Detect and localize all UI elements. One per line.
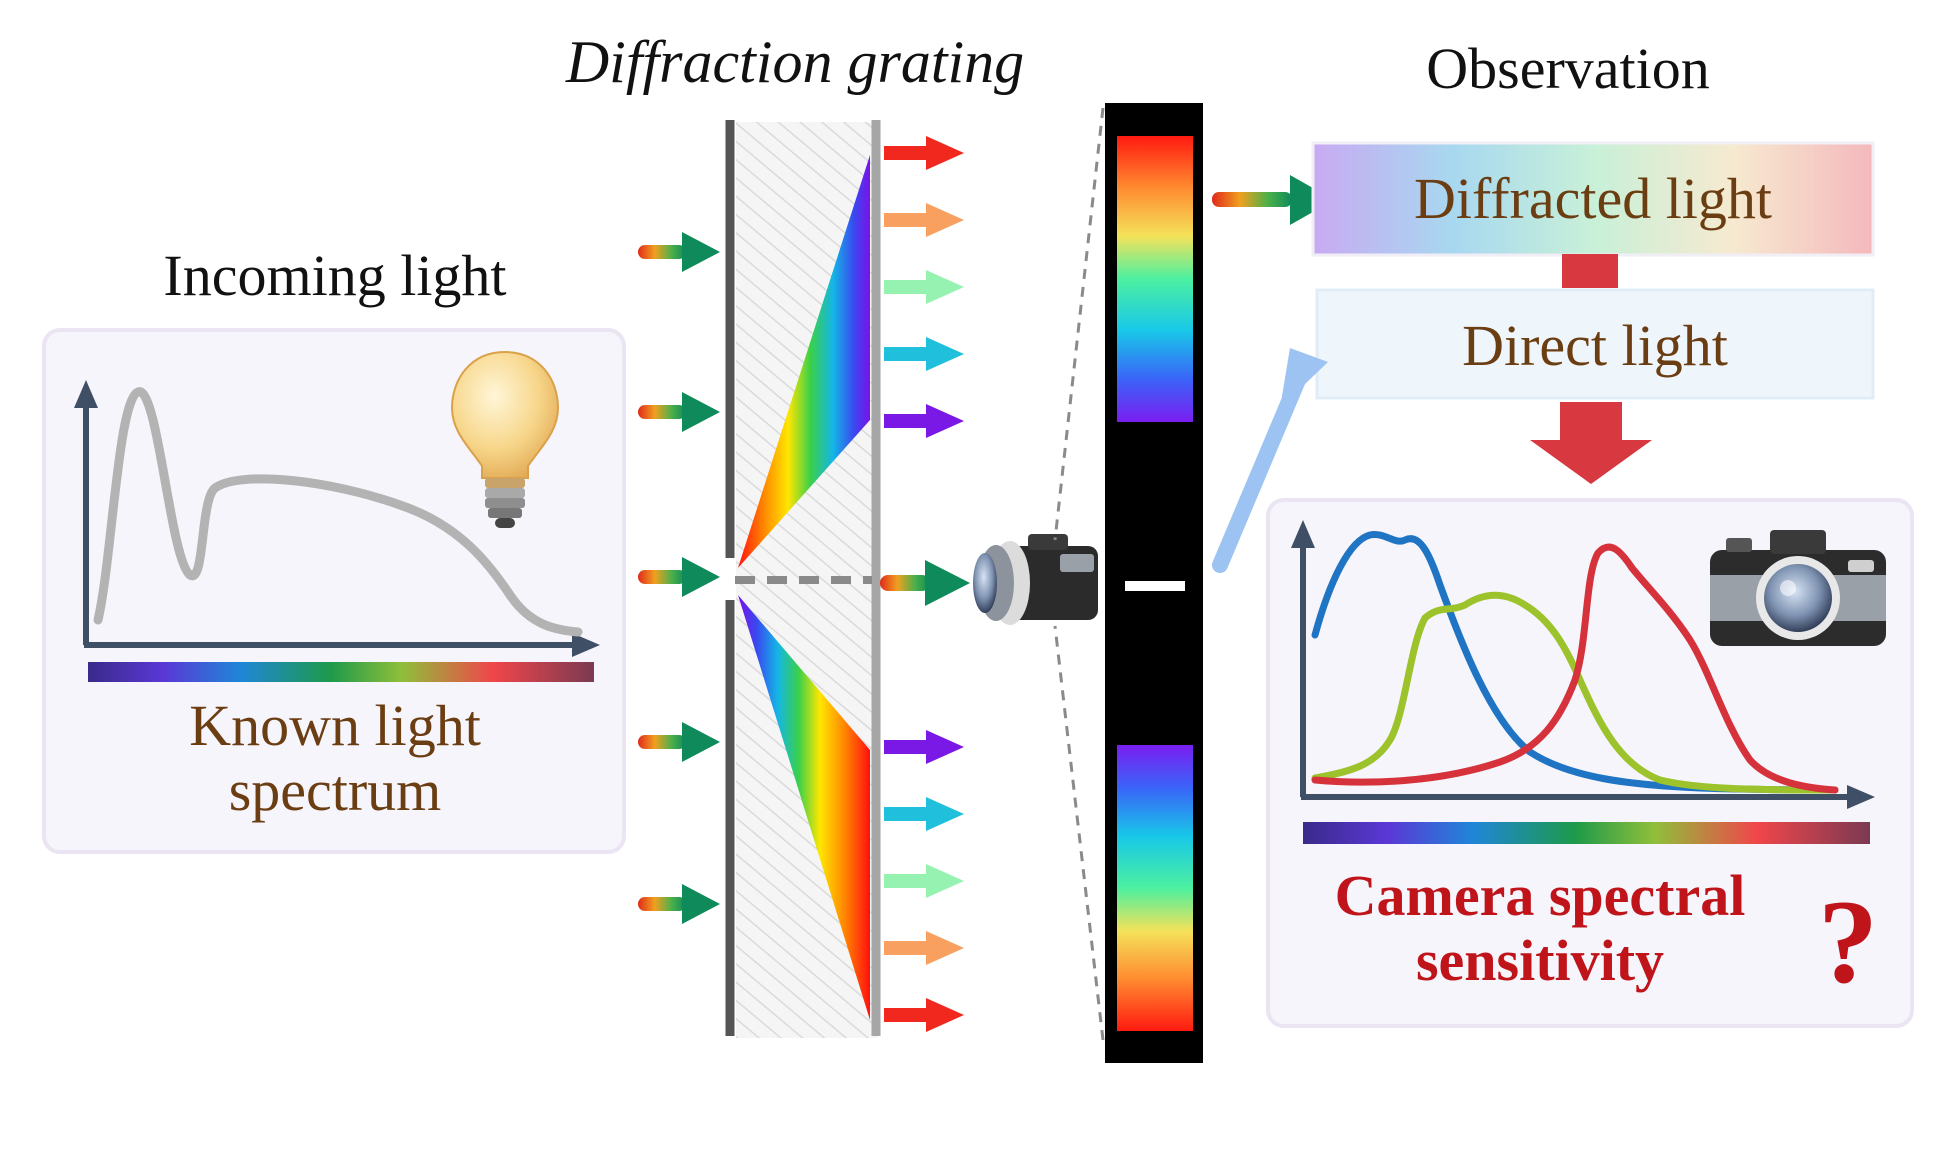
box-connector: [1562, 254, 1618, 288]
light-spectrum-curve: [93, 387, 583, 637]
incoming-arrow: [638, 557, 720, 597]
diffracted-light-label: Diffracted light: [1414, 166, 1772, 231]
diffraction-fan-lower: [738, 595, 870, 1020]
direct-arrow-to-camera: [880, 560, 970, 606]
diffracted-arrow: [884, 998, 964, 1032]
diffracted-arrow: [884, 203, 964, 237]
down-arrow: [1530, 402, 1652, 484]
question-mark-icon: ?: [1818, 875, 1878, 1008]
grating-title: Diffraction grating: [565, 29, 1024, 95]
diffracted-arrow: [884, 931, 964, 965]
diffraction-fan-upper: [738, 155, 870, 568]
incoming-arrow: [638, 232, 720, 272]
diffracted-arrow: [884, 270, 964, 304]
incoming-arrow: [638, 722, 720, 762]
diffracted-light-box: [1311, 141, 1875, 257]
known-spectrum-label-line2: spectrum: [229, 758, 442, 823]
observed-diffraction-upper: [1117, 136, 1193, 422]
incoming-title: Incoming light: [163, 243, 506, 308]
light-bulb-icon: [450, 350, 560, 528]
observation-title: Observation: [1426, 36, 1710, 101]
direct-light-arrow: [1212, 348, 1328, 573]
diffracted-arrow: [884, 730, 964, 764]
perspective-line-top: [1053, 107, 1105, 541]
sensitivity-axes: [1291, 520, 1875, 809]
sensitivity-spectrum-bar: [1303, 822, 1870, 844]
diffracted-arrow: [884, 864, 964, 898]
known-spectrum-label-line1: Known light: [189, 693, 481, 758]
incoming-arrow: [638, 392, 720, 432]
observed-direct-spot: [1125, 581, 1185, 591]
diffracted-arrow: [884, 136, 964, 170]
observed-diffraction-lower: [1117, 745, 1193, 1031]
green-channel-curve: [1311, 591, 1839, 794]
direct-light-box: [1315, 288, 1875, 400]
incoming-axes: [74, 380, 600, 657]
spectrum-bar: [88, 662, 594, 682]
camera-icon: [973, 534, 1098, 625]
camera-sensitivity-label-line1: Camera spectral: [1335, 863, 1746, 928]
camera-icon: [1710, 530, 1886, 646]
red-channel-curve: [1311, 543, 1839, 794]
diffracted-arrow: [884, 337, 964, 371]
diffracted-arrow: [884, 797, 964, 831]
direct-light-label: Direct light: [1462, 313, 1728, 378]
incoming-arrow: [638, 884, 720, 924]
diffracted-arrow: [884, 404, 964, 438]
perspective-line-bottom: [1053, 625, 1105, 1041]
camera-sensitivity-label-line2: sensitivity: [1416, 928, 1664, 993]
